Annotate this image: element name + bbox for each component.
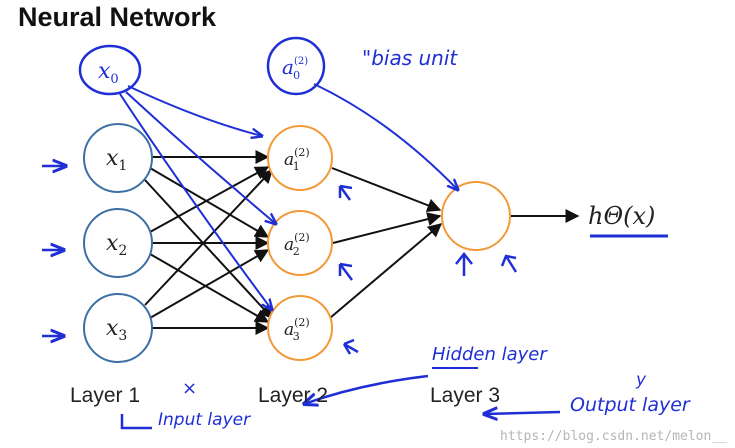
x0-var: x bbox=[98, 59, 111, 84]
input-mark-arrows bbox=[42, 166, 66, 336]
x2-sub: 2 bbox=[118, 243, 127, 259]
a2-var: a bbox=[284, 235, 294, 255]
edge-x3-a1 bbox=[144, 168, 273, 306]
edge-a1-out bbox=[331, 167, 442, 212]
x1-var: x bbox=[106, 146, 119, 171]
edge-x2-a1 bbox=[149, 166, 270, 233]
input-node-2 bbox=[83, 208, 153, 278]
bias-arrows bbox=[119, 83, 458, 310]
bias-arrow-a2 bbox=[125, 91, 276, 224]
edge-a2-out bbox=[332, 212, 442, 244]
x-mark-annotation: × bbox=[182, 378, 198, 399]
hidden-nodes bbox=[267, 125, 333, 361]
a3-sup: (2) bbox=[294, 316, 310, 329]
bias-arrow-a1 bbox=[127, 85, 262, 136]
svg-text:x3: x3 bbox=[106, 316, 127, 344]
mark-out-1 bbox=[455, 251, 473, 276]
x3-sub: 3 bbox=[118, 328, 127, 344]
hidden-output-edges bbox=[329, 167, 580, 319]
input-annotation-arrow bbox=[120, 414, 152, 430]
diagram-title: Neural Network bbox=[18, 2, 217, 32]
a3-sub: 3 bbox=[293, 330, 300, 343]
mark-a3 bbox=[342, 338, 359, 355]
input-nodes bbox=[83, 123, 153, 363]
x2-var: x bbox=[106, 231, 119, 256]
output-annotation-arrow bbox=[484, 412, 561, 414]
mark-out-2 bbox=[500, 254, 518, 273]
svg-text:x0: x0 bbox=[98, 59, 119, 87]
a0-var: a bbox=[282, 55, 294, 79]
edge-a3-out bbox=[329, 223, 443, 319]
bias-x0-circle bbox=[78, 44, 142, 96]
hidden-annotation-arrow bbox=[304, 374, 429, 404]
hidden-node-labels: a(2)1 a(2)2 a(2)3 bbox=[284, 146, 310, 343]
a2-sub: 2 bbox=[293, 245, 300, 258]
svg-text:a(2)0: a(2) 0 bbox=[282, 55, 308, 82]
input-node-3 bbox=[83, 293, 153, 363]
activation-marks bbox=[338, 184, 518, 355]
a1-sup: (2) bbox=[294, 146, 310, 159]
a2-sup: (2) bbox=[294, 231, 310, 244]
output-layer-annotation: Output layer bbox=[570, 394, 690, 416]
a1-var: a bbox=[284, 150, 294, 170]
input-node-1 bbox=[83, 123, 153, 193]
svg-text:x2: x2 bbox=[106, 231, 127, 259]
a3-var: a bbox=[284, 320, 294, 340]
hidden-node-2 bbox=[267, 210, 333, 276]
svg-text:x1: x1 bbox=[106, 146, 127, 174]
layer-1-label: Layer 1 bbox=[70, 384, 141, 407]
edge-x1-a2 bbox=[149, 167, 270, 238]
input-hidden-edges bbox=[144, 150, 273, 335]
x0-sub: 0 bbox=[110, 72, 118, 87]
bias-arrow-out bbox=[313, 83, 458, 190]
mark-a2 bbox=[338, 262, 353, 281]
x3-var: x bbox=[106, 316, 119, 341]
a0-sup: (2) bbox=[294, 56, 308, 67]
output-node bbox=[441, 181, 511, 251]
layer-3-label: Layer 3 bbox=[430, 384, 501, 407]
watermark: https://blog.csdn.net/melon__ bbox=[500, 429, 727, 444]
edge-x2-a3 bbox=[149, 253, 270, 323]
bias-arrow-a3 bbox=[119, 93, 272, 310]
mark-a1 bbox=[338, 184, 353, 201]
hidden-node-3 bbox=[267, 295, 333, 361]
edge-x3-a2 bbox=[149, 249, 270, 319]
layer-2-label: Layer 2 bbox=[258, 384, 329, 407]
bias-unit-annotation: "bias unit bbox=[362, 46, 458, 70]
y-mark-annotation: y bbox=[636, 370, 647, 390]
hidden-node-1 bbox=[267, 125, 333, 191]
a0-sub: 0 bbox=[293, 69, 300, 82]
input-layer-annotation: Input layer bbox=[158, 410, 251, 430]
svg-text:a(2)2: a(2)2 bbox=[284, 231, 310, 258]
x1-sub: 1 bbox=[118, 158, 127, 174]
svg-text:a(2)3: a(2)3 bbox=[284, 316, 310, 343]
a1-sub: 1 bbox=[293, 160, 300, 173]
annotation-arrows bbox=[120, 367, 561, 430]
output-label: hΘ(x) bbox=[588, 202, 655, 230]
input-node-labels: x1 x2 x3 bbox=[106, 146, 127, 344]
hidden-layer-annotation: Hidden layer bbox=[432, 344, 547, 365]
svg-text:a(2)1: a(2)1 bbox=[284, 146, 310, 173]
edge-x1-a3 bbox=[144, 179, 273, 320]
bias-a0-circle bbox=[266, 36, 326, 96]
